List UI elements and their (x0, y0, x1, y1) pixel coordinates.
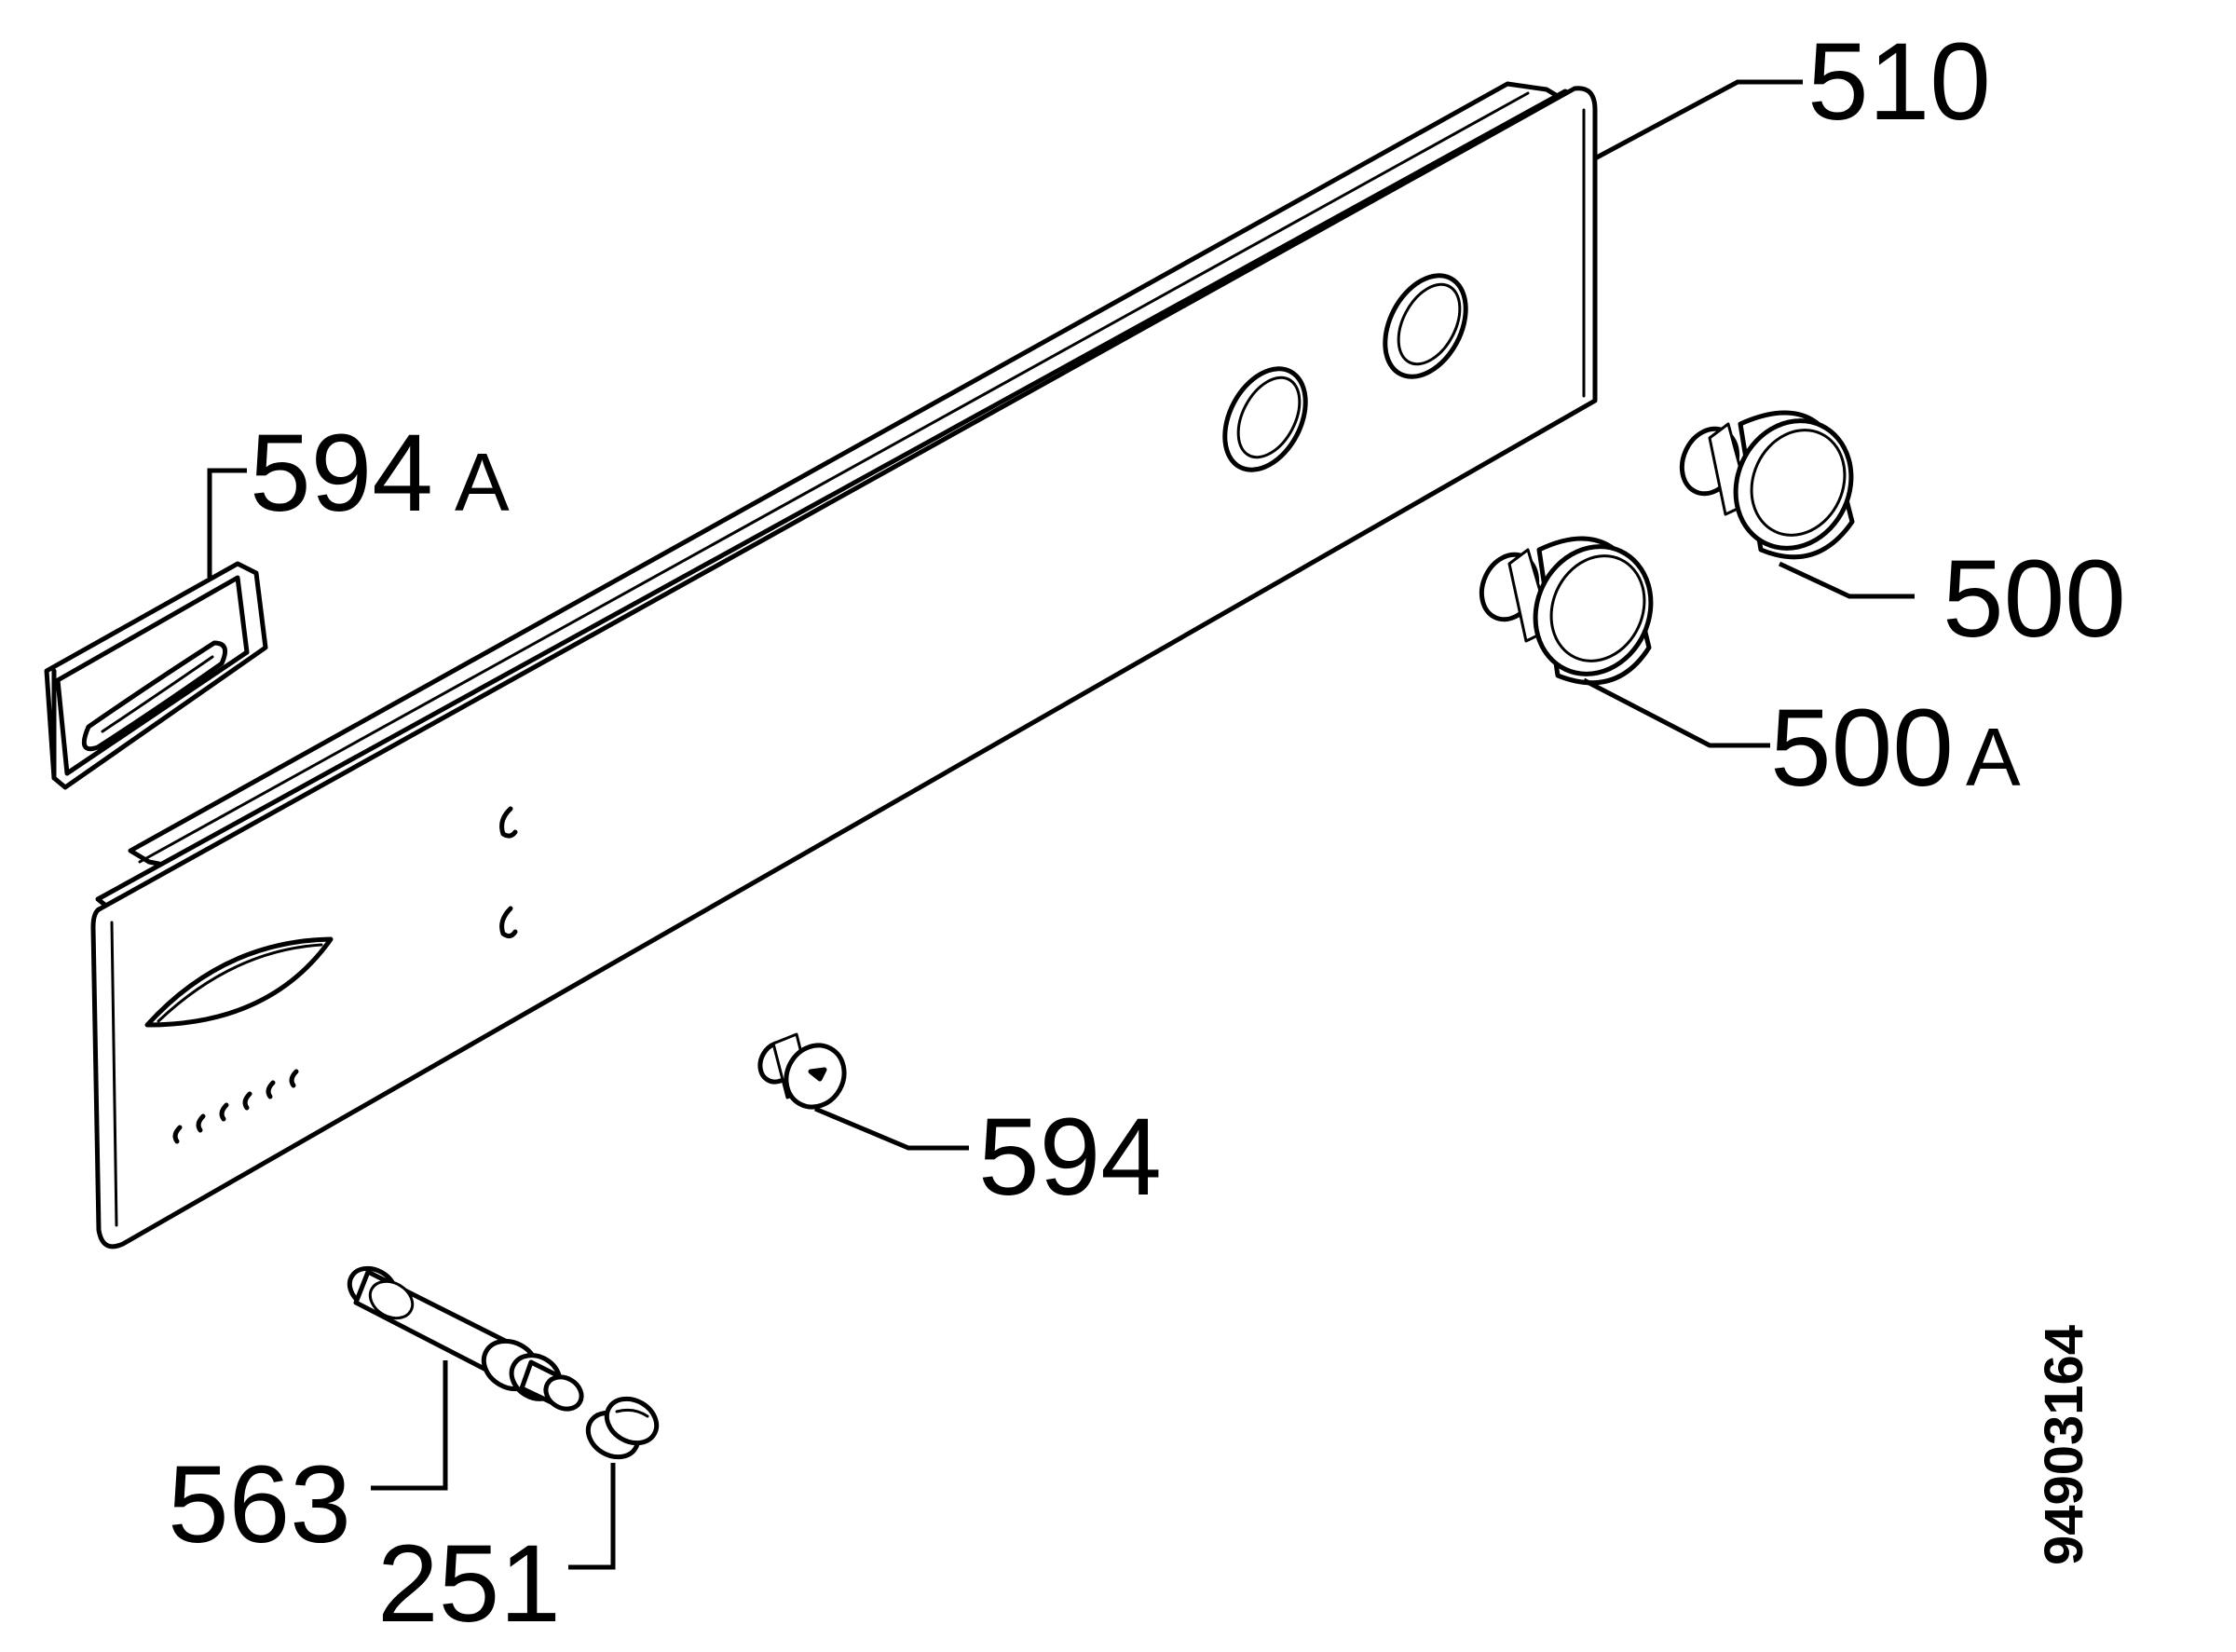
leader-251 (568, 1463, 616, 1570)
control-panel (90, 81, 1598, 1249)
leader-594 (814, 1106, 969, 1151)
callout-500a: 500 (1770, 687, 1954, 810)
callout-594: 594 (978, 1096, 1162, 1219)
panel-bracket (44, 561, 268, 790)
callout-594a: 594 (250, 412, 433, 535)
spindle-shaft (347, 1265, 584, 1412)
leader-594a (207, 468, 247, 578)
document-number: 94903164 (2034, 1325, 2094, 1565)
leader-500a (1582, 677, 1770, 748)
leader-510 (1593, 79, 1803, 161)
control-knob-upper (1679, 410, 1855, 560)
callout-594a-suffix: A (455, 436, 510, 528)
control-knob-lower (1479, 536, 1654, 686)
callout-563: 563 (168, 1443, 351, 1566)
callout-500: 500 (1943, 538, 2126, 661)
leader-500 (1778, 561, 1915, 599)
indicator-lamp (757, 1032, 847, 1110)
leader-563 (371, 1360, 448, 1491)
screw (585, 1396, 660, 1460)
callout-251: 251 (377, 1522, 561, 1645)
callout-500a-suffix: A (1966, 711, 2021, 803)
callout-510: 510 (1807, 20, 1991, 143)
